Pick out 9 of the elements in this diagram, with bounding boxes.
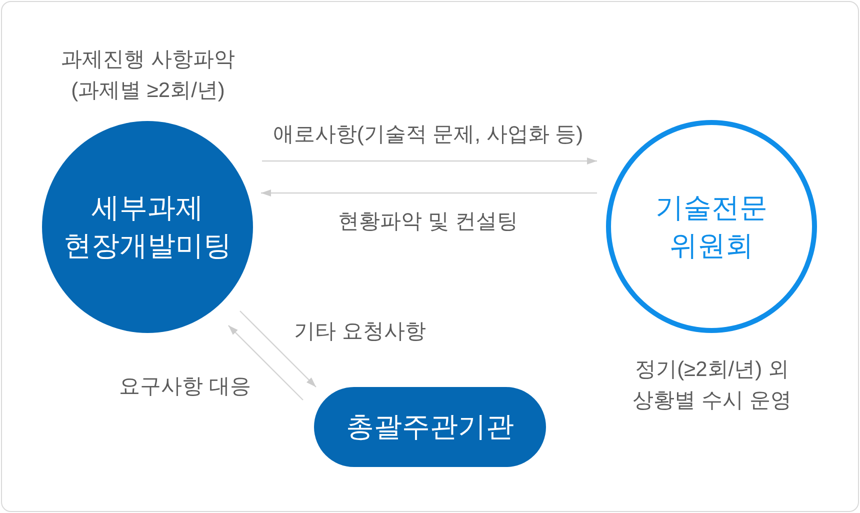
node-label: 총괄주관기관 <box>346 410 514 444</box>
node-caption: 과제진행 사항파악 (과제별 ≥2회/년) <box>60 47 236 104</box>
arrow <box>240 310 316 388</box>
node-label: 기술전문 위원회 <box>654 190 768 262</box>
arrow <box>262 158 597 164</box>
arrow <box>261 190 597 196</box>
node-label: 세부과제 현장개발미팅 <box>62 191 232 263</box>
node-caption: 정기(≥2회/년) 외 상황별 수시 운영 <box>632 357 792 414</box>
arrow <box>228 324 304 400</box>
